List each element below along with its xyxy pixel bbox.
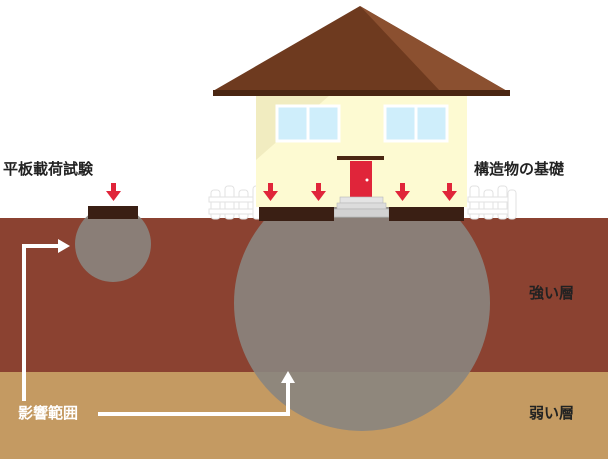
load-arrow-icon — [442, 183, 457, 201]
load-arrow-icon — [395, 183, 410, 201]
leader-arrow-icon — [98, 371, 295, 416]
window-left — [275, 104, 341, 143]
plate-test-influence-zone — [75, 206, 151, 282]
door-canopy — [337, 156, 384, 160]
fence-right — [467, 185, 517, 220]
step-3 — [333, 208, 390, 218]
house-foundation-left — [259, 207, 334, 221]
plate-load-test-label: 平板載荷試験 — [3, 160, 94, 178]
door-knob — [365, 178, 369, 182]
load-arrow-icon — [263, 183, 278, 201]
weak-layer-label: 弱い層 — [529, 404, 575, 422]
load-arrow-icon — [106, 183, 121, 201]
influence-range-label: 影響範囲 — [18, 404, 79, 422]
roof-eave — [213, 90, 510, 96]
fence-left — [208, 185, 263, 220]
step-2 — [336, 202, 387, 210]
structure-influence-zone — [234, 175, 490, 431]
house-foundation-right — [389, 207, 464, 221]
roof-highlight — [360, 6, 507, 91]
step-1 — [339, 196, 384, 204]
leader-arrow-icon — [22, 239, 70, 401]
test-plate — [88, 206, 138, 219]
strong-layer-label: 強い層 — [529, 284, 575, 302]
window-right — [383, 104, 449, 143]
load-arrow-icon — [311, 183, 326, 201]
structure-foundation-label: 構造物の基礎 — [474, 160, 565, 178]
house — [213, 6, 510, 218]
door — [350, 161, 372, 197]
